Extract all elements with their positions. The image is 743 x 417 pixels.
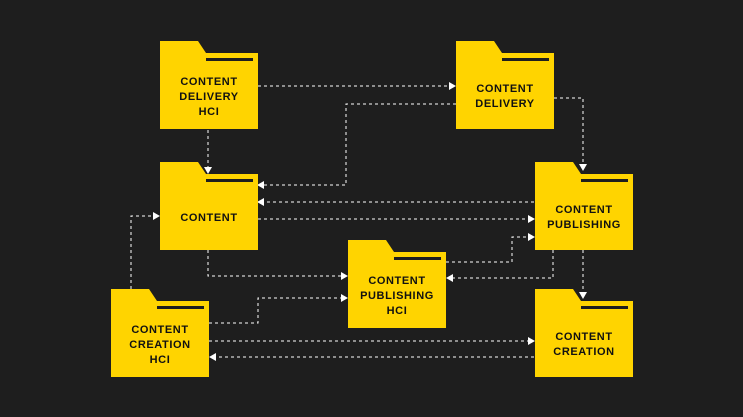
folder-icon (160, 41, 258, 129)
node-label: CONTENT PUBLISHING (535, 186, 633, 250)
node-label-line: PUBLISHING (360, 289, 434, 302)
node-label-line: HCI (149, 353, 171, 366)
connector-cp-to-cp_hci (446, 250, 554, 282)
node-label-line: DELIVERY (179, 90, 239, 103)
node-content-delivery-hci[interactable]: CONTENT DELIVERY HCI (160, 41, 258, 129)
node-label: CONTENT CREATION HCI (111, 313, 209, 377)
node-label-line: CREATION (553, 346, 615, 358)
node-label: CONTENT (160, 186, 258, 250)
connector-cc_hci-to-content (130, 212, 160, 289)
node-label-line: CONTENT (131, 323, 189, 336)
connector-cd-to-content (257, 103, 456, 189)
folder-icon (160, 162, 258, 250)
node-label-line: HCI (386, 304, 408, 317)
connector-cd-to-cp (554, 97, 587, 171)
node-label: CONTENT DELIVERY HCI (160, 65, 258, 129)
node-content-publishing[interactable]: CONTENT PUBLISHING (535, 162, 633, 250)
node-label-line: CONTENT (555, 204, 613, 216)
node-content-publishing-hci[interactable]: CONTENT PUBLISHING HCI (348, 240, 446, 328)
node-label: CONTENT DELIVERY (456, 65, 554, 129)
node-label-line: CONTENT (180, 75, 238, 88)
connector-cc_hci-to-cp_hci (209, 294, 348, 324)
connector-cp_hci-to-cp (446, 233, 535, 263)
node-label-line: HCI (198, 105, 220, 118)
node-label-line: CONTENT (180, 211, 238, 224)
folder-icon (111, 289, 209, 377)
node-label-line: DELIVERY (475, 98, 535, 110)
folder-icon (535, 289, 633, 377)
folder-icon (456, 41, 554, 129)
node-content-creation[interactable]: CONTENT CREATION (535, 289, 633, 377)
node-content-creation-hci[interactable]: CONTENT CREATION HCI (111, 289, 209, 377)
folder-icon (348, 240, 446, 328)
node-content[interactable]: CONTENT (160, 162, 258, 250)
node-label: CONTENT PUBLISHING HCI (348, 264, 446, 328)
node-label-line: PUBLISHING (547, 219, 621, 231)
node-content-delivery[interactable]: CONTENT DELIVERY (456, 41, 554, 129)
node-label-line: CONTENT (476, 83, 534, 95)
folder-icon (535, 162, 633, 250)
node-label-line: CREATION (129, 338, 191, 351)
node-label-line: CONTENT (555, 331, 613, 343)
node-label-line: CONTENT (368, 274, 426, 287)
connector-content-to-cp_hci (207, 250, 348, 280)
node-label: CONTENT CREATION (535, 313, 633, 377)
